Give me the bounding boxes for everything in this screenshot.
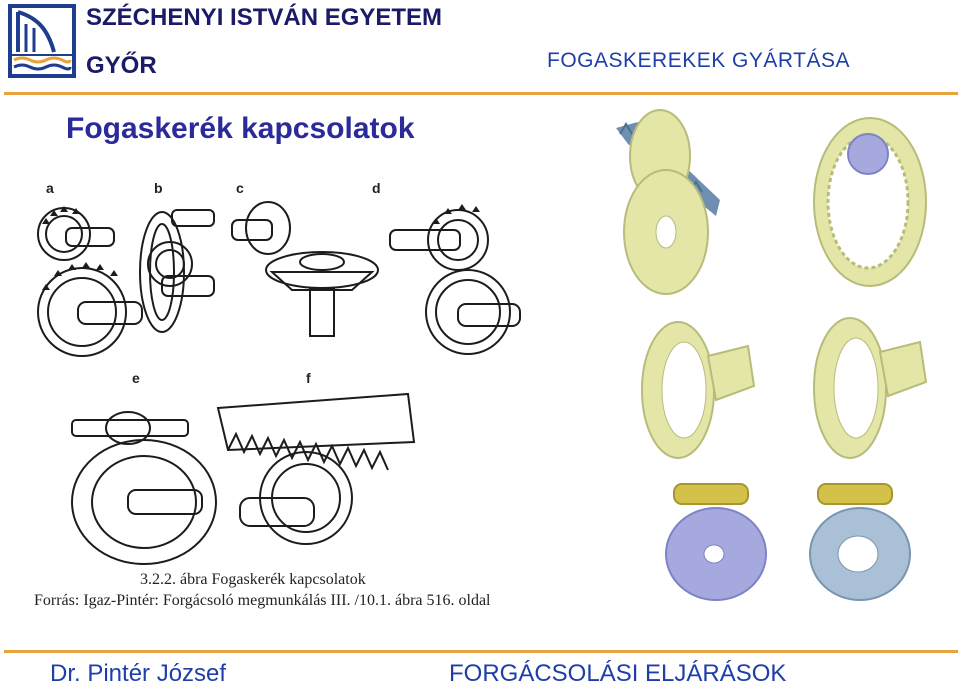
rack-and-pinion-render xyxy=(616,109,720,295)
worm-gear-render-1 xyxy=(665,483,767,601)
author-name: Dr. Pintér József xyxy=(50,660,227,687)
bevel-gear-render-2 xyxy=(813,317,928,459)
bevel-gear-render-1 xyxy=(641,321,756,459)
panel-label-b: b xyxy=(154,180,163,196)
gear-sketch-figure xyxy=(37,201,521,565)
panel-label-f: f xyxy=(306,370,311,386)
panel-label-c: c xyxy=(236,180,244,196)
worm-gear-render-2 xyxy=(809,483,911,601)
header-divider xyxy=(4,92,958,95)
figure-source: Forrás: Igaz-Pintér: Forgácsoló megmunká… xyxy=(34,592,491,609)
footer-divider xyxy=(4,650,958,653)
panel-label-e: e xyxy=(132,370,140,386)
subject-title: FORGÁCSOLÁSI ELJÁRÁSOK xyxy=(449,660,787,687)
city-name: GYŐR xyxy=(86,52,157,79)
slide-title: Fogaskerék kapcsolatok xyxy=(66,112,415,145)
university-name: SZÉCHENYI ISTVÁN EGYETEM xyxy=(86,4,443,31)
panel-label-d: d xyxy=(372,180,381,196)
panel-label-a: a xyxy=(46,180,54,196)
internal-gear-render xyxy=(813,117,927,287)
figure-caption: 3.2.2. ábra Fogaskerék kapcsolatok xyxy=(140,571,366,588)
course-title: FOGASKEREKEK GYÁRTÁSA xyxy=(547,49,851,72)
university-logo-icon xyxy=(8,4,76,78)
